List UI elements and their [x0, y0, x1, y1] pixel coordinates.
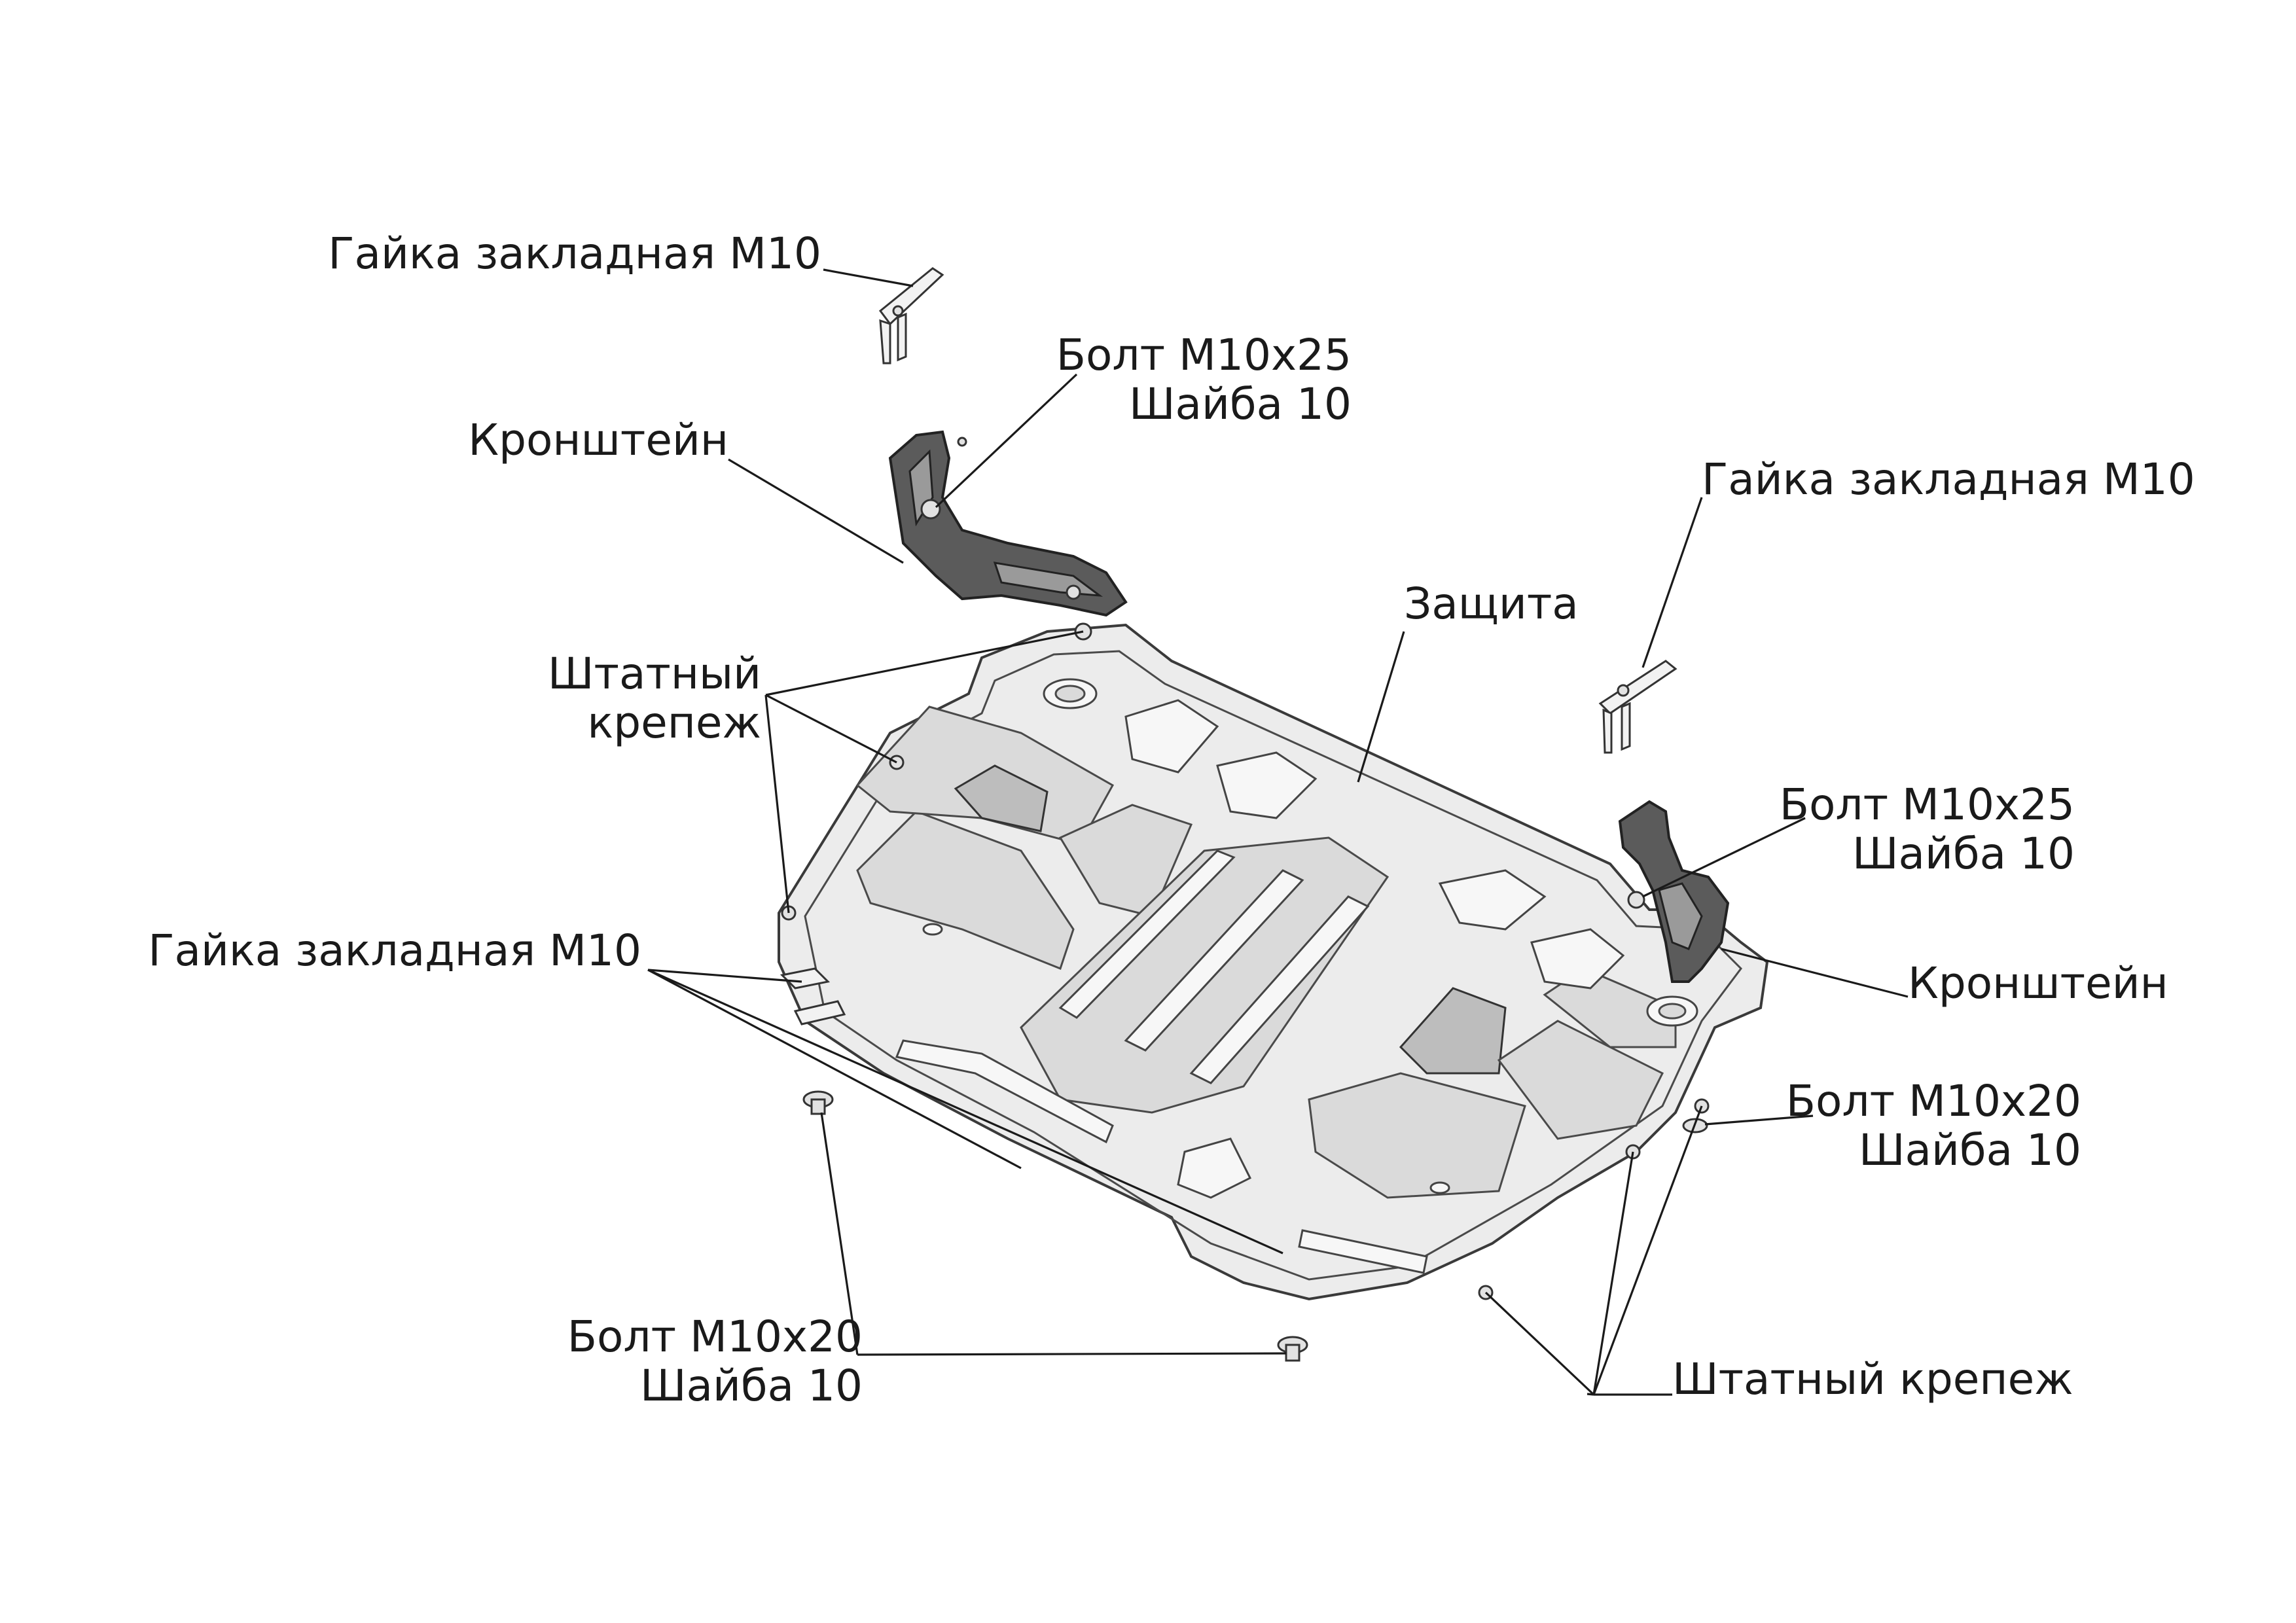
label-bolt-right-line2: Шайба 10 [1852, 829, 2075, 879]
label-protection: Защита [1404, 579, 1579, 629]
embedded-nut-top-right [1598, 660, 1677, 754]
labels: Гайка закладная М10 Болт М10х25 Шайба 10… [148, 228, 2195, 1411]
embedded-nut-top-left [878, 267, 944, 365]
label-bolt-bottom-line2: Шайба 10 [640, 1361, 863, 1411]
label-bolt-right-lower-line2: Шайба 10 [1859, 1125, 2081, 1175]
label-nut-top-right: Гайка закладная М10 [1702, 454, 2195, 505]
label-bolt-top-left-line1: Болт М10х25 [1056, 330, 1352, 380]
leader-lines [647, 268, 1909, 1396]
label-bolt-top-left-line2: Шайба 10 [1129, 379, 1352, 429]
bolt-bottom-center [1277, 1336, 1308, 1362]
bracket-left [888, 430, 1128, 617]
label-bracket-left: Кронштейн [468, 415, 728, 465]
label-std-fastener-left-line2: крепеж [587, 698, 761, 748]
label-bolt-right-lower-line1: Болт М10х20 [1786, 1076, 2081, 1126]
label-bracket-right: Кронштейн [1908, 958, 2168, 1008]
label-nut-left: Гайка закладная М10 [148, 925, 641, 976]
bolt-bottom-left [802, 1090, 834, 1115]
label-bolt-bottom-line1: Болт М10х20 [567, 1311, 863, 1362]
bracket-right [1618, 800, 1730, 983]
label-bolt-right-line1: Болт М10х25 [1780, 779, 2075, 830]
label-nut-top-left: Гайка закладная М10 [328, 228, 821, 279]
label-std-fastener-left-line1: Штатный [548, 649, 761, 699]
skid-plate [778, 622, 1769, 1301]
nut-left-side [780, 967, 846, 1026]
label-std-fastener-bottom: Штатный крепеж [1672, 1354, 2073, 1404]
